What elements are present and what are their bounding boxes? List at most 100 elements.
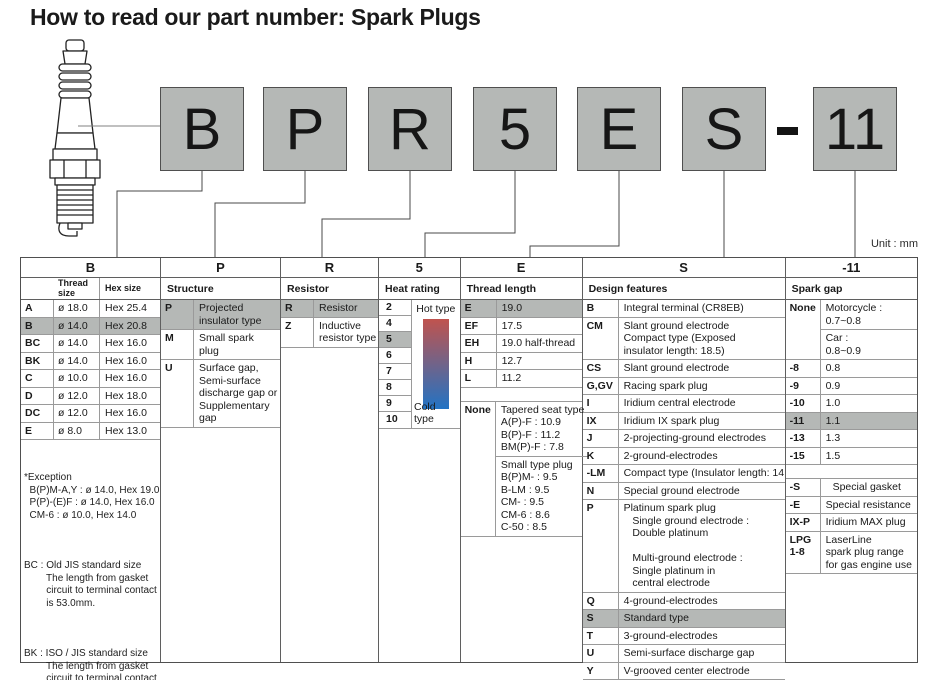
subheader-blank [21,278,54,299]
subheader-thread-size: Thread size [54,278,100,299]
column-spark-gap: -11 Spark gap None Motorcycle : 0.7~0.8 … [785,258,917,662]
blank-row [785,465,917,479]
blank-row [460,388,582,402]
heat-gradient-area: Hot type Cold type [412,300,460,428]
column-header-p: P [161,258,280,278]
code-box-p: P [263,87,347,171]
heat-value: 4 [379,316,411,332]
column-header-e: E [460,258,582,278]
column-header-s: S [582,258,785,278]
tapered-seat-note: Tapered seat type A(P)-F : 10.9 B(P)-F :… [495,402,590,457]
page-title: How to read our part number: Spark Plugs [30,4,481,30]
small-type-note: Small type plug B(P)M- : 9.5 B-LM : 9.5 … [500,458,573,534]
thread-size-notes: *Exception B(P)M-A,Y : ø 14.0, Hex 19.0 … [21,440,160,680]
code-box-r: R [368,87,452,171]
code-box-e: E [577,87,661,171]
cold-type-label: Cold type [414,401,436,425]
code-box-s: S [682,87,766,171]
table-row-none: None Tapered seat type A(P)-F : 10.9 B(P… [460,401,590,537]
car-gap-note: Car : 0.8~0.9 [825,332,861,357]
heat-value: 9 [379,396,411,412]
heat-value: 10 [386,413,398,425]
column-header-b: B [21,258,160,278]
subheader-resistor: Resistor [281,278,378,300]
subheader-heat-rating: Heat rating [379,278,460,300]
subheader-design-features: Design features [582,278,785,300]
column-header-11: -11 [785,258,917,278]
subheader-structure: Structure [161,278,280,300]
heat-gradient-bar [422,319,449,409]
code-box-gap: 11 [813,87,897,171]
column-header-r: R [281,258,378,278]
motorcycle-gap-note: Motorcycle : 0.7~0.8 [820,300,917,330]
table-row-none: None Motorcycle : 0.7~0.8 Car : 0.8~0.9 [785,300,917,360]
heat-rating-values: 2 4 5 6 7 8 9 10 [379,300,412,428]
code-separator-dash [777,127,798,135]
subheader-hex-size: Hex size [105,282,142,293]
exception-note: *Exception B(P)M-A,Y : ø 14.0, Hex 19.0 … [24,472,160,521]
bk-note: BK : ISO / JIS standard size The length … [24,648,157,680]
unit-label: Unit : mm [870,238,918,250]
bc-note: BC : Old JIS standard size The length fr… [24,560,157,609]
subheader-thread-length: Thread length [460,278,582,300]
column-heat-rating: 5 Heat rating 2 4 5 6 7 8 9 10 Hot type … [379,258,461,662]
heat-value: 8 [379,380,411,396]
subheader-spark-gap: Spark gap [785,278,917,300]
code-box-b: B [160,87,244,171]
heat-value-highlighted: 5 [379,332,411,348]
column-header-5: 5 [379,258,460,278]
heat-value: 7 [379,364,411,380]
heat-value: 2 [379,300,411,316]
hot-type-label: Hot type [416,303,456,315]
